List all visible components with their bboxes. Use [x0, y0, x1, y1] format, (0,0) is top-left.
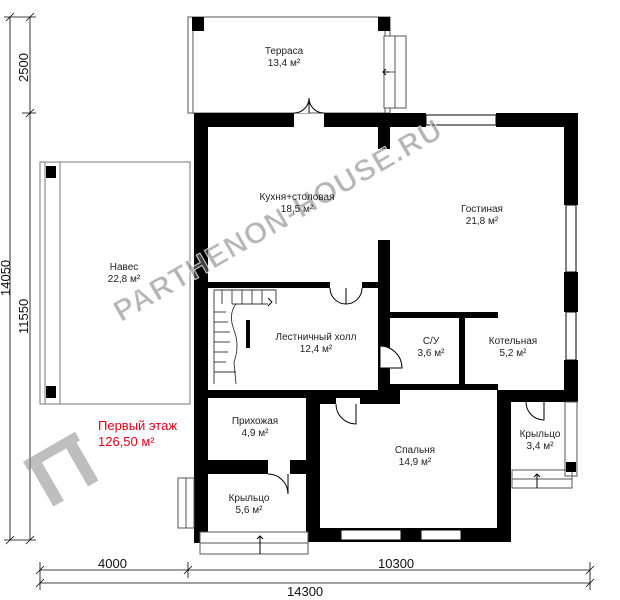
room-area: 13,4 м² [267, 58, 301, 69]
interior-doors [267, 287, 545, 495]
dimension-lines [4, 12, 595, 590]
room-area: 3,4 м² [526, 441, 554, 452]
staircase [213, 289, 277, 385]
room-area: 18,5 м² [280, 204, 314, 215]
terrace-door [293, 97, 325, 114]
watermark-logo [23, 431, 99, 507]
room-entrance-hall: Прихожая 4,9 м² [223, 416, 287, 440]
room-area: 4,9 м² [241, 428, 269, 439]
room-boiler: Котельная 5,2 м² [481, 336, 545, 360]
room-kitchen-dining: Кухня+столовая 18,5 м² [247, 192, 347, 216]
room-area: 5,6 м² [235, 505, 263, 516]
dim-bottom-total: 14300 [287, 584, 324, 599]
room-porch-left: Крыльцо 5,6 м² [219, 493, 279, 517]
room-area: 12,4 м² [299, 344, 333, 355]
canopy-column-bottom [46, 386, 56, 398]
room-terrace: Терраса 13,4 м² [254, 46, 314, 70]
room-living: Гостиная 21,8 м² [452, 204, 512, 228]
hall-vents [442, 394, 478, 399]
room-name: Крыльцо [228, 493, 270, 504]
room-name: Гостиная [461, 204, 503, 215]
porch-left [177, 477, 309, 555]
canopy-outline [39, 161, 191, 405]
porch-right [511, 401, 578, 489]
room-stair-hall: Лестничный холл 12,4 м² [266, 332, 366, 356]
dim-left-total: 14050 [0, 259, 13, 296]
room-name: Лестничный холл [275, 332, 357, 343]
room-name: Котельная [488, 336, 538, 347]
room-bedroom: Спальня 14,9 м² [385, 445, 445, 469]
room-area: 3,6 м² [417, 348, 445, 359]
porch-left-arrow [256, 535, 264, 554]
floor-area: 126,50 м² [98, 434, 155, 449]
room-porch-right: Крыльцо 3,4 м² [510, 429, 570, 453]
room-area: 5,2 м² [499, 348, 527, 359]
terrace-column-left [192, 17, 204, 31]
room-bathroom: С/У 3,6 м² [408, 336, 454, 360]
dim-bottom-left: 4000 [98, 556, 127, 571]
porch-right-column [566, 462, 576, 472]
windows [340, 114, 577, 541]
room-canopy: Навес 22,8 м² [94, 262, 154, 286]
terrace-column-right [378, 17, 390, 31]
room-name: Навес [109, 262, 139, 273]
dim-left-main: 11550 [16, 298, 31, 334]
room-name: Кухня+столовая [259, 192, 335, 203]
interior-walls [208, 127, 498, 542]
porch-right-arrow [533, 473, 541, 488]
floor-name: Первый этаж [98, 418, 178, 433]
terrace-entry-arrow [382, 68, 389, 76]
room-name: С/У [422, 336, 440, 347]
room-area: 22,8 м² [107, 274, 141, 285]
room-area: 14,9 м² [398, 457, 432, 468]
floor-title: Первый этаж 126,50 м² [98, 418, 177, 450]
dim-left-terrace: 2500 [16, 53, 31, 82]
room-name: Крыльцо [519, 429, 561, 440]
dim-bottom-right: 10300 [378, 556, 415, 571]
room-name: Спальня [394, 445, 436, 456]
room-area: 21,8 м² [465, 216, 499, 227]
room-name: Прихожая [231, 416, 279, 427]
canopy-column-top [46, 166, 56, 178]
room-name: Терраса [264, 46, 304, 57]
